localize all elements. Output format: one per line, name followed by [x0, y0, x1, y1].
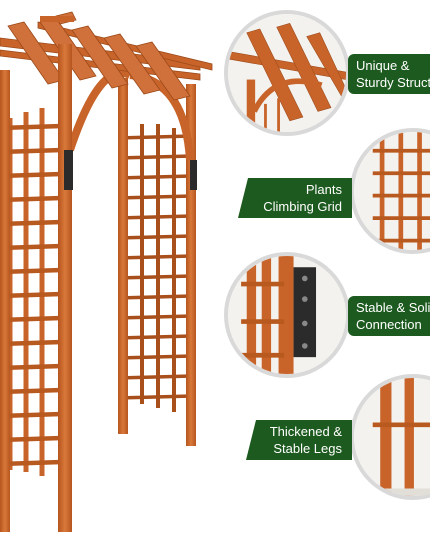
feature-label-grid: Plants Climbing Grid	[238, 178, 352, 218]
detail-circle-grid	[350, 128, 430, 254]
left-lattice-panel	[7, 108, 45, 476]
right-lattice-panel	[124, 124, 190, 440]
feature-title-line2: Connection	[356, 317, 422, 332]
lattice-grid-icon	[354, 132, 430, 250]
metal-bracket-detail-icon	[228, 256, 346, 374]
feature-title-line1: Plants	[305, 182, 342, 197]
detail-circle-structure	[224, 10, 350, 136]
feature-title-line1: Thickened &	[269, 424, 342, 439]
metal-bracket-icon	[64, 150, 73, 190]
feature-title-line2: Stable Legs	[273, 441, 342, 456]
feature-title-line2: Sturdy Structure	[356, 75, 430, 90]
feature-label-connection: Stable & Solid Connection	[348, 296, 430, 336]
detail-circle-legs	[350, 374, 430, 500]
detail-circle-connection	[224, 252, 350, 378]
feature-label-structure: Unique & Sturdy Structure	[348, 54, 430, 94]
feature-title-line1: Stable & Solid	[356, 300, 430, 315]
feature-title-line2: Climbing Grid	[263, 199, 342, 214]
feature-title-line1: Unique &	[356, 58, 410, 73]
feature-label-legs: Thickened & Stable Legs	[246, 420, 352, 460]
wood-leg-icon	[354, 378, 430, 496]
arbor-top-structure-icon	[228, 14, 346, 132]
